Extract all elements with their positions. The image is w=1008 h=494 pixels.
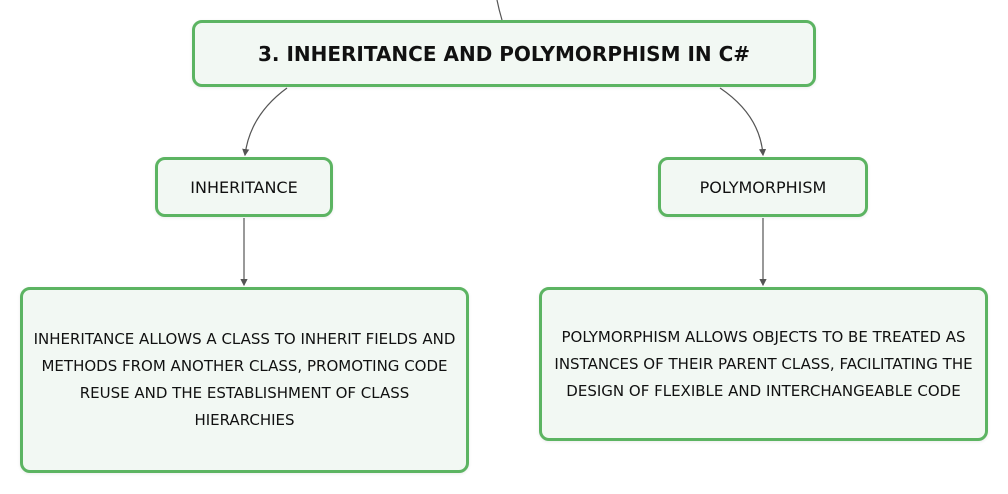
polymorphism-description-node[interactable]: POLYMORPHISM ALLOWS OBJECTS TO BE TREATE…	[539, 287, 988, 441]
title-text: 3. INHERITANCE AND POLYMORPHISM IN C#	[257, 41, 751, 66]
inheritance-description-node[interactable]: INHERITANCE ALLOWS A CLASS TO INHERIT FI…	[20, 287, 469, 473]
polymorphism-label: POLYMORPHISM	[699, 177, 827, 197]
inheritance-node[interactable]: INHERITANCE	[155, 157, 333, 217]
polymorphism-node[interactable]: POLYMORPHISM	[658, 157, 868, 217]
polymorphism-description: POLYMORPHISM ALLOWS OBJECTS TO BE TREATE…	[554, 327, 973, 400]
connector-parent	[496, 0, 503, 21]
connector-title-inheritance	[242, 87, 288, 157]
connector-title-polymorphism	[719, 87, 767, 157]
inheritance-description: INHERITANCE ALLOWS A CLASS TO INHERIT FI…	[33, 330, 456, 429]
title-node[interactable]: 3. INHERITANCE AND POLYMORPHISM IN C#	[192, 20, 816, 87]
inheritance-label: INHERITANCE	[190, 177, 298, 197]
